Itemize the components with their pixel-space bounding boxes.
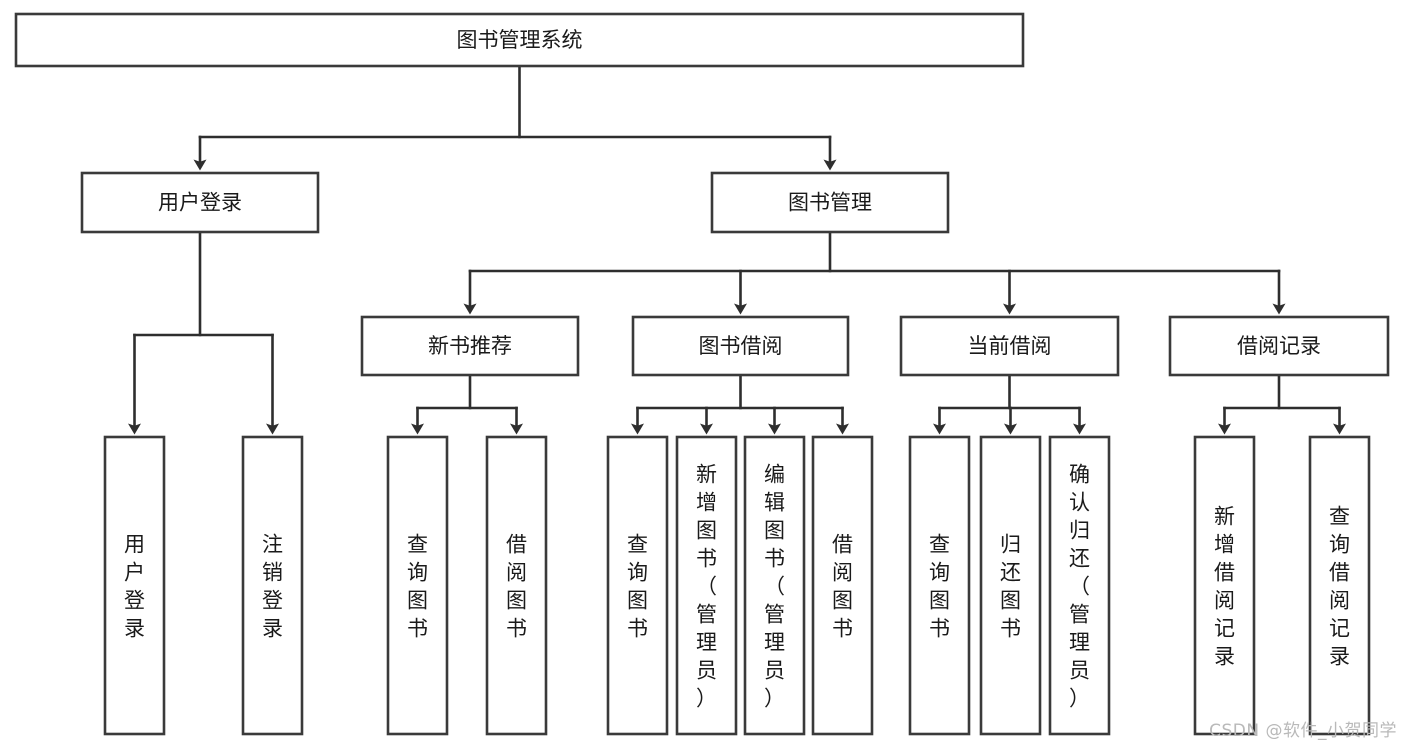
node-label-leaf-user-login: 用户登录 <box>124 533 145 641</box>
node-box-leaf-logout[interactable] <box>241 435 304 736</box>
node-box-leaf-add-borrow-record[interactable] <box>1193 435 1256 736</box>
connectors-layer <box>128 64 1346 435</box>
node-box-leaf-edit-book[interactable] <box>743 435 806 736</box>
node-box-borrow-record[interactable] <box>1168 315 1390 377</box>
node-box-leaf-borrow-book-2[interactable] <box>811 435 874 736</box>
node-label-leaf-query-book-3: 查询图书 <box>929 533 950 641</box>
node-box-leaf-query-borrow-record[interactable] <box>1308 435 1371 736</box>
node-boxes-layer <box>14 12 1390 736</box>
node-label-leaf-add-book: 新增图书（管理员） <box>696 463 717 711</box>
node-label-leaf-confirm-return: 确认归还（管理员） <box>1069 463 1090 711</box>
node-label-leaf-query-book-2: 查询图书 <box>627 533 648 641</box>
node-label-leaf-borrow-book-2: 借阅图书 <box>832 533 853 641</box>
node-box-user-login[interactable] <box>80 171 320 234</box>
node-labels-layer: 图书管理系统用户登录图书管理新书推荐图书借阅当前借阅借阅记录用户登录注销登录查询… <box>124 28 1350 711</box>
node-box-leaf-query-book-1[interactable] <box>386 435 449 736</box>
csdn-watermark: CSDN @软件_小贺同学 <box>1209 721 1397 741</box>
node-label-leaf-add-borrow-record: 新增借阅记录 <box>1214 505 1235 669</box>
node-label-leaf-borrow-book-1: 借阅图书 <box>506 533 527 641</box>
node-label-book-management: 图书管理 <box>788 191 872 215</box>
node-box-leaf-return-book[interactable] <box>979 435 1042 736</box>
node-box-new-book-recommend[interactable] <box>360 315 580 377</box>
node-label-borrow-record: 借阅记录 <box>1237 334 1321 358</box>
node-label-leaf-return-book: 归还图书 <box>1000 533 1021 641</box>
node-label-book-borrow: 图书借阅 <box>699 334 783 358</box>
node-label-root: 图书管理系统 <box>457 28 583 52</box>
node-box-root[interactable] <box>14 12 1025 68</box>
node-label-leaf-logout: 注销登录 <box>262 533 283 641</box>
node-label-leaf-query-book-1: 查询图书 <box>407 533 428 641</box>
node-box-leaf-query-book-3[interactable] <box>908 435 971 736</box>
node-box-book-borrow[interactable] <box>631 315 850 377</box>
node-box-leaf-confirm-return[interactable] <box>1048 435 1111 736</box>
node-box-book-management[interactable] <box>710 171 950 234</box>
node-box-leaf-user-login[interactable] <box>103 435 166 736</box>
node-label-leaf-edit-book: 编辑图书（管理员） <box>764 463 785 711</box>
node-box-current-borrow[interactable] <box>899 315 1120 377</box>
node-label-leaf-query-borrow-record: 查询借阅记录 <box>1329 505 1350 669</box>
node-label-current-borrow: 当前借阅 <box>968 334 1052 358</box>
node-label-new-book-recommend: 新书推荐 <box>428 334 512 358</box>
node-box-leaf-add-book[interactable] <box>675 435 738 736</box>
node-box-leaf-query-book-2[interactable] <box>606 435 669 736</box>
node-label-user-login: 用户登录 <box>158 191 242 215</box>
node-box-leaf-borrow-book-1[interactable] <box>485 435 548 736</box>
